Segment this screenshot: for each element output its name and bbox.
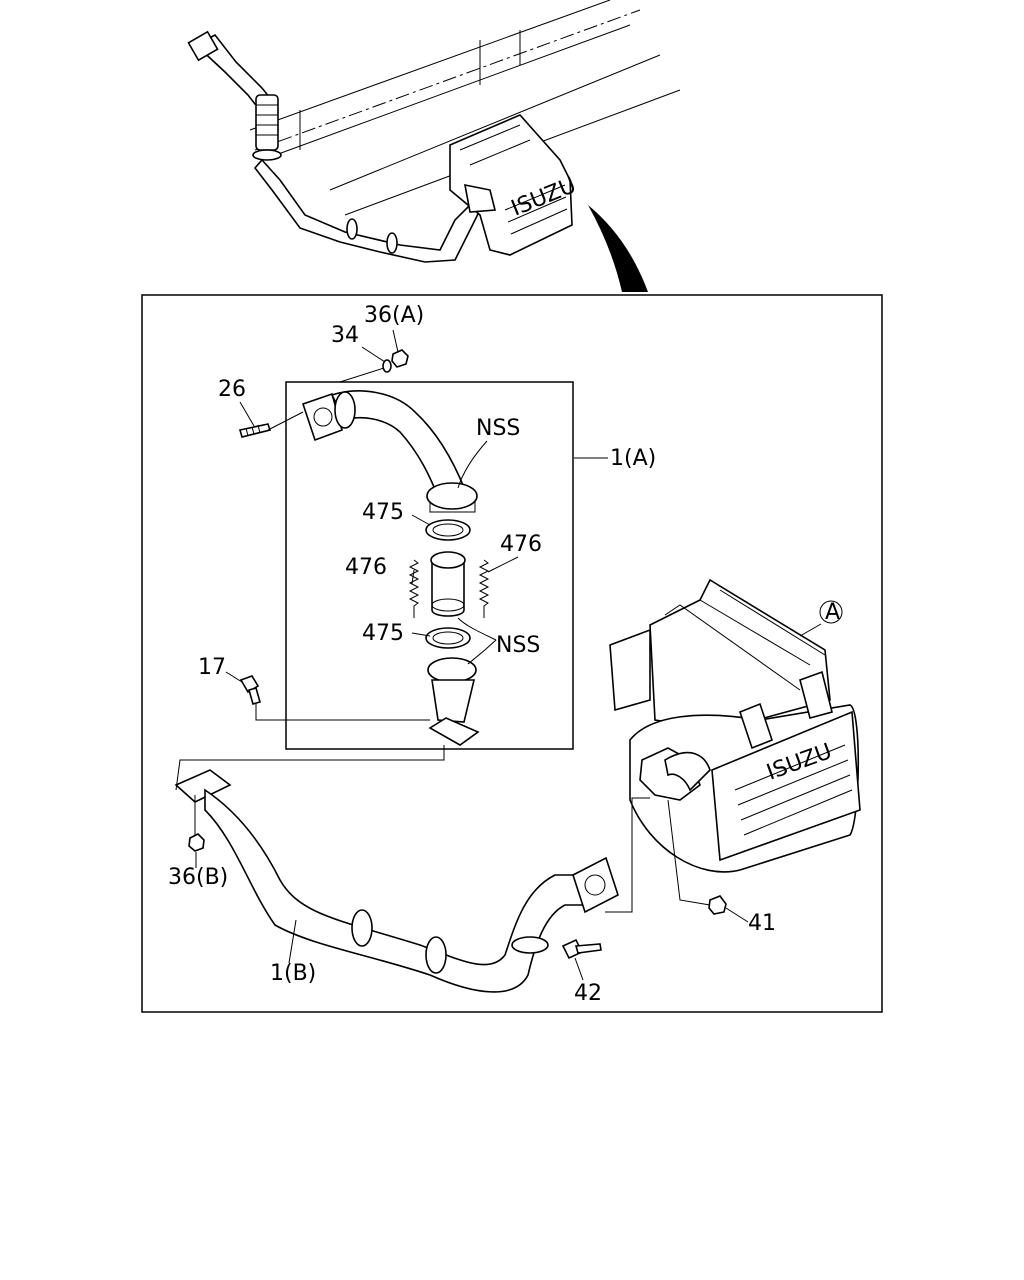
label-nss-lower: NSS [496,633,540,658]
long-pipe-1b [174,769,619,993]
vehicle-overview: ISUZU [187,0,681,292]
label-476-right: 476 [500,532,542,557]
label-34: 34 [331,323,359,348]
lower-short-pipe [427,657,480,746]
label-41: 41 [748,911,776,936]
label-476-left: 476 [345,555,387,580]
leader-lines [175,329,822,981]
assembly-1a-box [285,381,574,750]
stud-26 [238,423,272,438]
gasket-475-upper [425,519,471,541]
bolt-17 [239,675,261,705]
label-1b: 1(B) [270,961,316,986]
callout-a-circle [819,600,843,624]
spring-476-left [408,559,420,618]
label-1a: 1(A) [610,446,656,471]
label-36a: 36(A) [364,303,424,328]
upper-bend-pipe [301,390,478,513]
nut-36a [391,349,409,368]
spring-476-right [478,559,490,618]
bolt-42 [561,938,602,960]
flex-tube [430,551,466,617]
nut-36b [188,833,205,852]
nut-41 [708,895,727,915]
label-26: 26 [218,377,246,402]
label-36b: 36(B) [168,865,228,890]
label-475-upper: 475 [362,500,404,525]
muffler-assembly: ISUZU [609,578,861,873]
detail-frame [141,294,883,1013]
label-17: 17 [198,655,226,680]
label-475-lower: 475 [362,621,404,646]
detail-arrow [588,205,648,292]
label-42: 42 [574,981,602,1006]
label-callout-a: A [825,600,840,625]
washer-34 [382,359,392,373]
gasket-475-lower [425,627,471,649]
label-nss-upper: NSS [476,416,520,441]
